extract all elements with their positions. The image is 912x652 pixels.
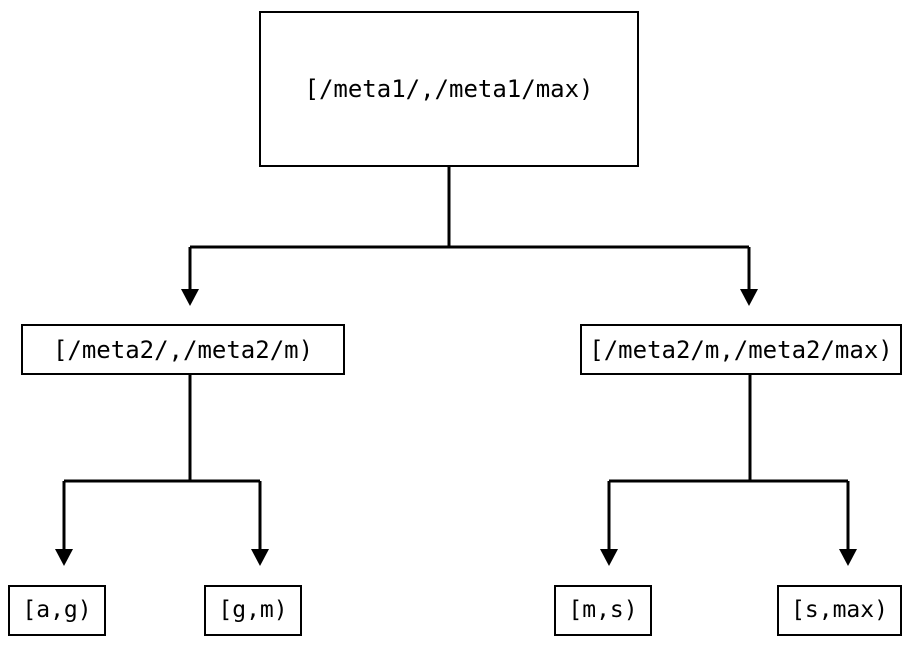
tree-node-mid-right-label: [/meta2/m,/meta2/max): [589, 335, 893, 364]
tree-node-leaf-a-g-label: [a,g): [22, 597, 92, 623]
arrowhead-to-leaf-ag: [55, 549, 73, 566]
tree-node-root[interactable]: [/meta1/,/meta1/max): [259, 11, 639, 167]
tree-node-leaf-g-m[interactable]: [g,m): [204, 585, 302, 636]
tree-node-mid-left-label: [/meta2/,/meta2/m): [52, 335, 314, 364]
tree-node-mid-right[interactable]: [/meta2/m,/meta2/max): [580, 324, 902, 375]
arrowhead-to-mid-right: [740, 289, 758, 306]
tree-node-leaf-s-max-label: [s,max): [791, 597, 888, 623]
arrowhead-to-leaf-ms: [600, 549, 618, 566]
tree-node-leaf-a-g[interactable]: [a,g): [8, 585, 106, 636]
tree-node-leaf-m-s[interactable]: [m,s): [554, 585, 652, 636]
arrowhead-to-leaf-smax: [839, 549, 857, 566]
tree-node-leaf-s-max[interactable]: [s,max): [777, 585, 902, 636]
edge-mid-right-to-leaves: [607, 375, 850, 551]
tree-node-leaf-m-s-label: [m,s): [568, 597, 638, 623]
tree-node-leaf-g-m-label: [g,m): [218, 597, 288, 623]
arrowhead-to-leaf-gm: [251, 549, 269, 566]
arrowhead-to-mid-left: [181, 289, 199, 306]
edge-mid-left-to-leaves: [62, 375, 262, 551]
tree-node-root-label: [/meta1/,/meta1/max): [304, 75, 594, 103]
tree-node-mid-left[interactable]: [/meta2/,/meta2/m): [21, 324, 345, 375]
edge-root-to-mid-level: [188, 167, 751, 291]
